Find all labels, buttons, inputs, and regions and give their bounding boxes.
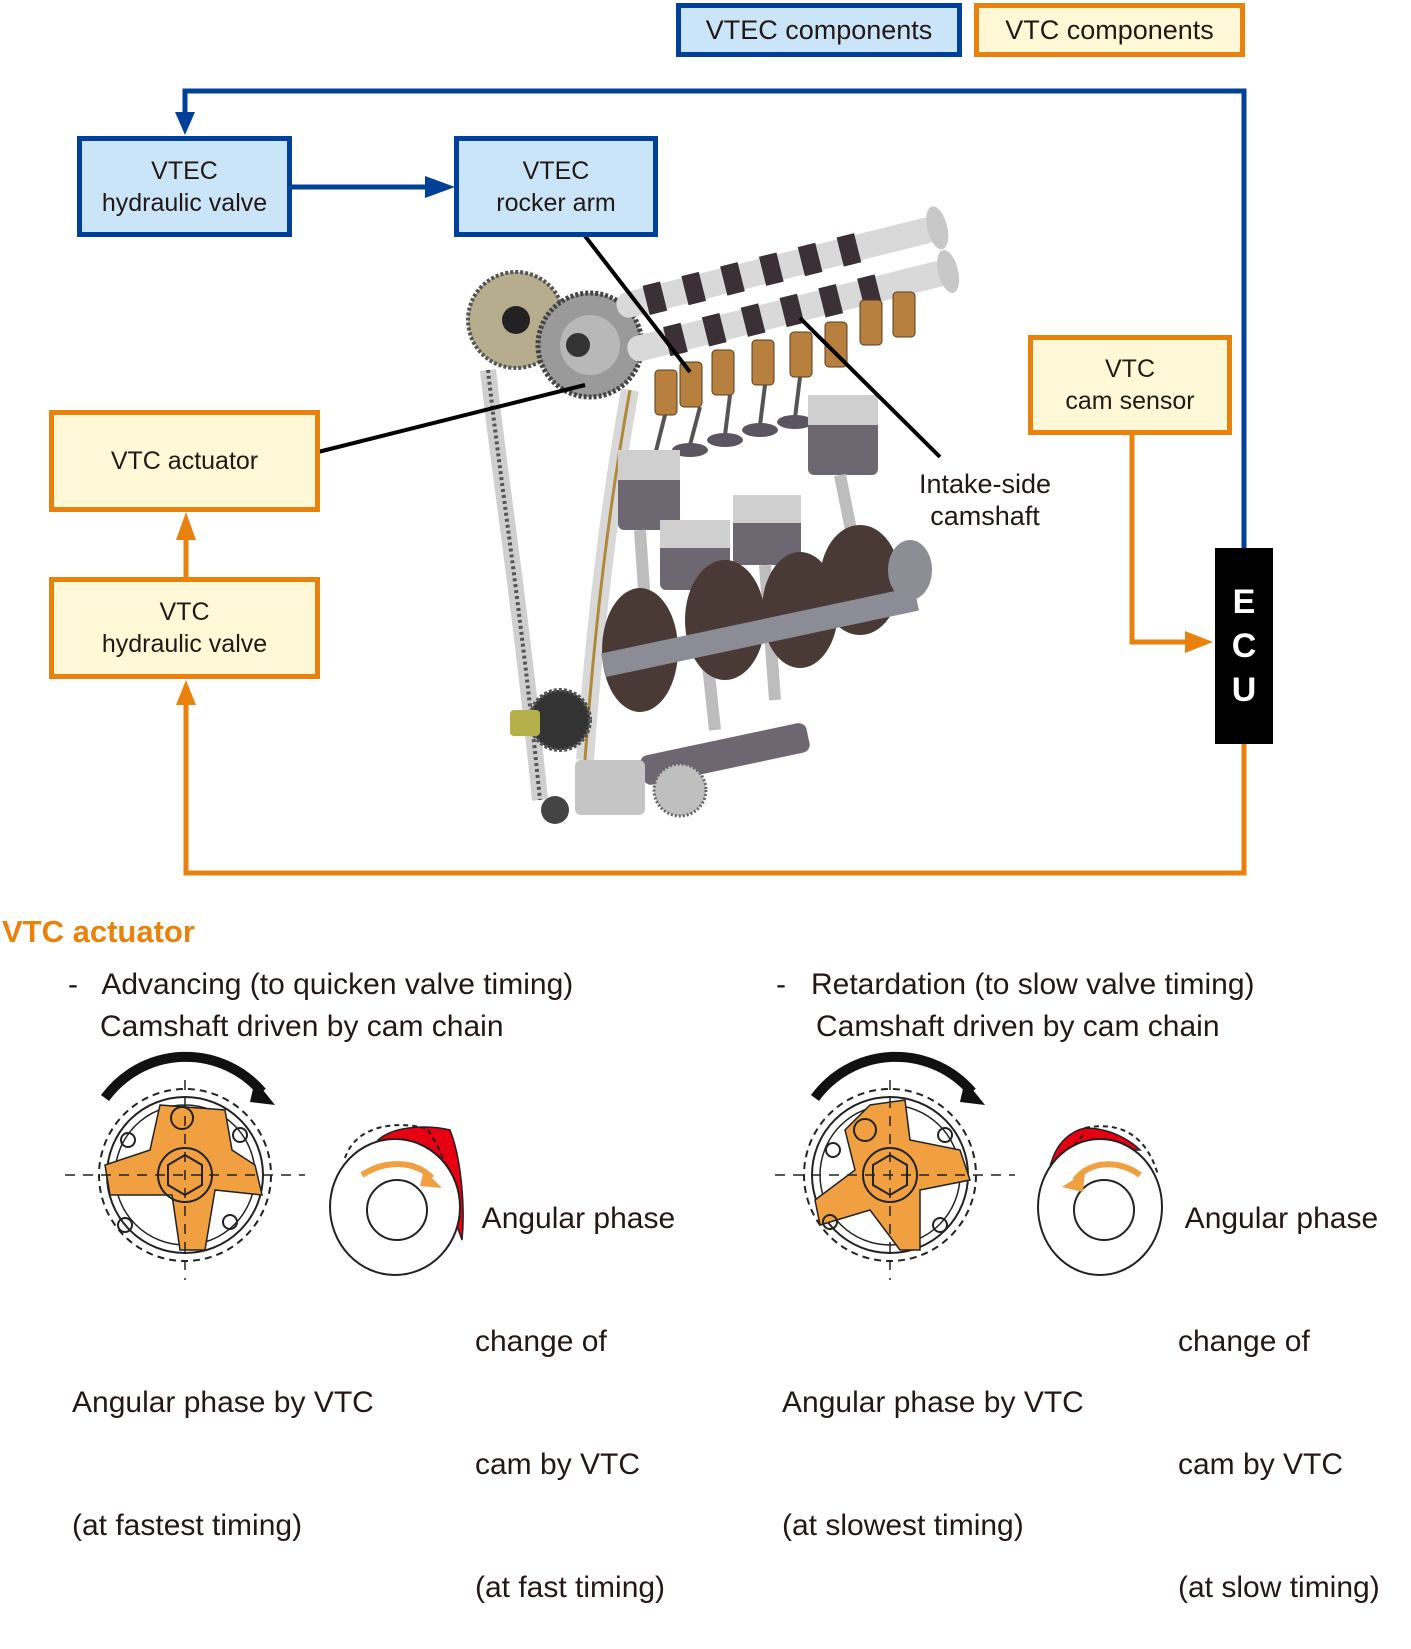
ecu-letter-e: E	[1232, 583, 1256, 621]
vtec-hydraulic-valve-line2: hydraulic valve	[101, 188, 268, 217]
vtc-hydraulic-valve-line2: hydraulic valve	[101, 630, 268, 658]
rocker-arm-pointer-line	[583, 234, 692, 374]
legend-vtc: VTC components	[974, 3, 1245, 57]
retardation-cam-figure	[1037, 1125, 1163, 1276]
vtc-valve-to-actuator-arrowhead	[176, 512, 196, 540]
vtc-hydraulic-valve-box: VTC hydraulic valve	[49, 577, 320, 679]
retardation-cam-caption-line4: (at slow timing)	[1178, 1571, 1380, 1604]
advancing-gear-caption: Angular phase by VTC (at fastest timing)	[72, 1300, 374, 1587]
advancing-cam-caption-line1: Angular phase	[475, 1202, 676, 1235]
advancing-gear-caption-line2: (at fastest timing)	[72, 1509, 303, 1542]
retardation-cam-caption-line3: cam by VTC	[1178, 1448, 1344, 1481]
vtec-hydraulic-valve-line1: VTEC	[151, 156, 218, 185]
vtec-rocker-arm-line2: rocker arm	[496, 188, 616, 217]
advancing-cam-figure	[329, 1124, 464, 1276]
vtc-cam-sensor-box: VTC cam sensor	[1028, 335, 1232, 435]
vtc-actuator-box: VTC actuator	[49, 410, 320, 512]
vtec-rocker-arm-line1: VTEC	[522, 156, 590, 185]
legend-vtc-label: VTC components	[1005, 15, 1214, 45]
legend-vtec-label: VTEC components	[705, 15, 933, 45]
retardation-gear-caption-line1: Angular phase by VTC	[782, 1386, 1084, 1419]
advancing-cam-caption-line2: change of	[475, 1325, 607, 1358]
vtc-cam-sensor-line1: VTC	[1105, 355, 1155, 383]
advancing-cam-caption: Angular phase change of cam by VTC (at f…	[475, 1116, 675, 1649]
ecu-box: E C U	[1215, 548, 1273, 744]
retardation-cam-caption-line1: Angular phase	[1178, 1202, 1379, 1235]
cam-sensor-arrowhead	[1185, 631, 1213, 653]
ecu-letter-c: C	[1231, 627, 1257, 665]
advancing-sprocket-figure	[65, 1051, 305, 1280]
legend-vtec: VTEC components	[676, 3, 962, 57]
intake-camshaft-line1: Intake-side	[918, 469, 1052, 499]
advancing-bullet: - Advancing (to quicken valve timing)	[68, 968, 574, 1001]
vtc-control-arrowhead	[176, 680, 196, 705]
vtc-hydraulic-valve-line1: VTC	[159, 598, 210, 626]
vtc-actuator-pointer-line	[317, 383, 586, 454]
vtc-control-line	[183, 700, 1247, 876]
diagram-connectors	[175, 88, 1247, 876]
vtec-signal-arrowhead	[175, 112, 195, 135]
vtec-hydraulic-valve-box: VTEC hydraulic valve	[77, 136, 292, 237]
retardation-sprocket-figure	[775, 1051, 1015, 1280]
advancing-cam-caption-line4: (at fast timing)	[475, 1571, 666, 1604]
retardation-gear-caption-line2: (at slowest timing)	[782, 1509, 1024, 1542]
advancing-gear-caption-line1: Angular phase by VTC	[72, 1386, 374, 1419]
retardation-gear-caption: Angular phase by VTC (at slowest timing)	[782, 1300, 1084, 1587]
retardation-bullet: - Retardation (to slow valve timing)	[776, 968, 1255, 1001]
vtec-signal-line	[182, 88, 1247, 548]
section-title: VTC actuator	[2, 914, 195, 949]
actuator-figures	[65, 1051, 1163, 1280]
intake-camshaft-pointer-line	[798, 316, 942, 459]
vtc-actuator-label: VTC actuator	[110, 447, 259, 475]
ecu-letter-u: U	[1231, 671, 1257, 709]
vtec-valve-to-rocker-arrowhead	[425, 176, 455, 198]
intake-camshaft-label: Intake-side camshaft	[905, 468, 1065, 532]
retardation-sub: Camshaft driven by cam chain	[816, 1010, 1220, 1043]
retardation-cam-caption: Angular phase change of cam by VTC (at s…	[1178, 1116, 1380, 1649]
intake-camshaft-line2: camshaft	[930, 501, 1040, 531]
vtec-rocker-arm-box: VTEC rocker arm	[454, 136, 658, 237]
cam-sensor-line	[1129, 433, 1190, 645]
advancing-cam-caption-line3: cam by VTC	[475, 1448, 641, 1481]
engine-illustration	[466, 206, 960, 824]
vtc-cam-sensor-line2: cam sensor	[1065, 387, 1195, 415]
advancing-sub: Camshaft driven by cam chain	[100, 1010, 504, 1043]
retardation-cam-caption-line2: change of	[1178, 1325, 1310, 1358]
